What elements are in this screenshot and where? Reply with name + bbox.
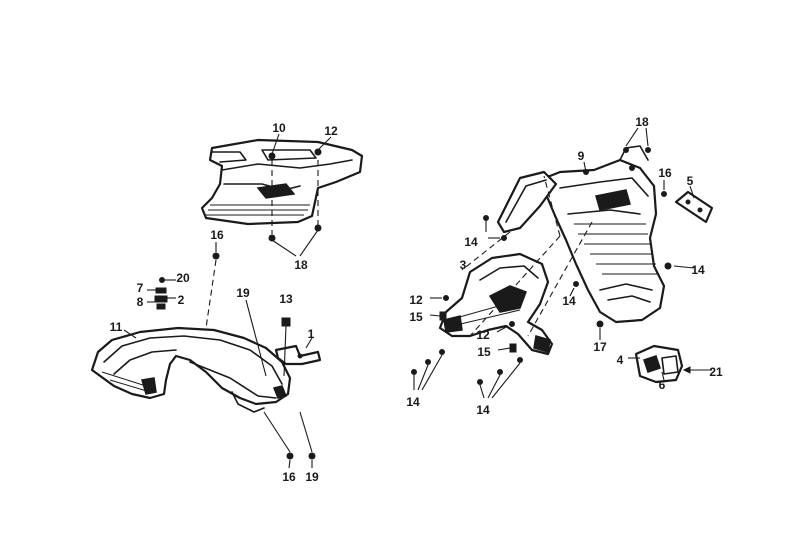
callout-16: 16 xyxy=(282,470,296,484)
callout-19: 19 xyxy=(305,470,319,484)
callout-14: 14 xyxy=(562,294,576,308)
callout-4: 4 xyxy=(617,353,624,367)
screw-13 xyxy=(281,317,291,377)
callout-20: 20 xyxy=(176,271,190,285)
callout-11: 11 xyxy=(110,320,123,334)
callout-15: 15 xyxy=(477,345,491,359)
callout-18: 18 xyxy=(294,258,308,272)
callout-13: 13 xyxy=(279,292,293,306)
bracket-part-1 xyxy=(274,344,322,366)
inner-mudguard-3 xyxy=(438,252,554,356)
callout-12: 12 xyxy=(476,328,490,342)
callout-10: 10 xyxy=(272,121,286,135)
rear-inner-fender-frame xyxy=(538,145,666,324)
callout-2: 2 xyxy=(178,293,185,307)
leader-lines xyxy=(123,127,712,469)
upper-cover-plate xyxy=(200,138,364,226)
callout-21: 21 xyxy=(709,365,723,379)
callout-19: 19 xyxy=(236,286,250,300)
callout-16: 16 xyxy=(658,166,672,180)
callout-3: 3 xyxy=(460,258,467,272)
callout-labels: 1234567891011121212131414141414151516161… xyxy=(110,115,723,484)
callout-8: 8 xyxy=(137,295,144,309)
callout-5: 5 xyxy=(687,174,694,188)
plate-bracket-5 xyxy=(674,190,714,224)
hardware-stack xyxy=(147,277,176,310)
callout-14: 14 xyxy=(476,403,490,417)
callout-17: 17 xyxy=(593,340,607,354)
callout-12: 12 xyxy=(409,293,423,307)
callout-14: 14 xyxy=(691,263,705,277)
callout-7: 7 xyxy=(137,281,144,295)
callout-14: 14 xyxy=(406,395,420,409)
callout-9: 9 xyxy=(578,149,585,163)
callout-16: 16 xyxy=(210,228,224,242)
callout-1: 1 xyxy=(308,327,315,341)
reflector-assembly xyxy=(628,344,684,384)
callout-14: 14 xyxy=(464,235,478,249)
left-rear-fender xyxy=(90,326,292,413)
callout-6: 6 xyxy=(659,378,666,392)
frame-arm xyxy=(496,170,558,234)
callout-15: 15 xyxy=(409,310,423,324)
callout-12: 12 xyxy=(324,124,338,138)
callout-18: 18 xyxy=(635,115,649,129)
